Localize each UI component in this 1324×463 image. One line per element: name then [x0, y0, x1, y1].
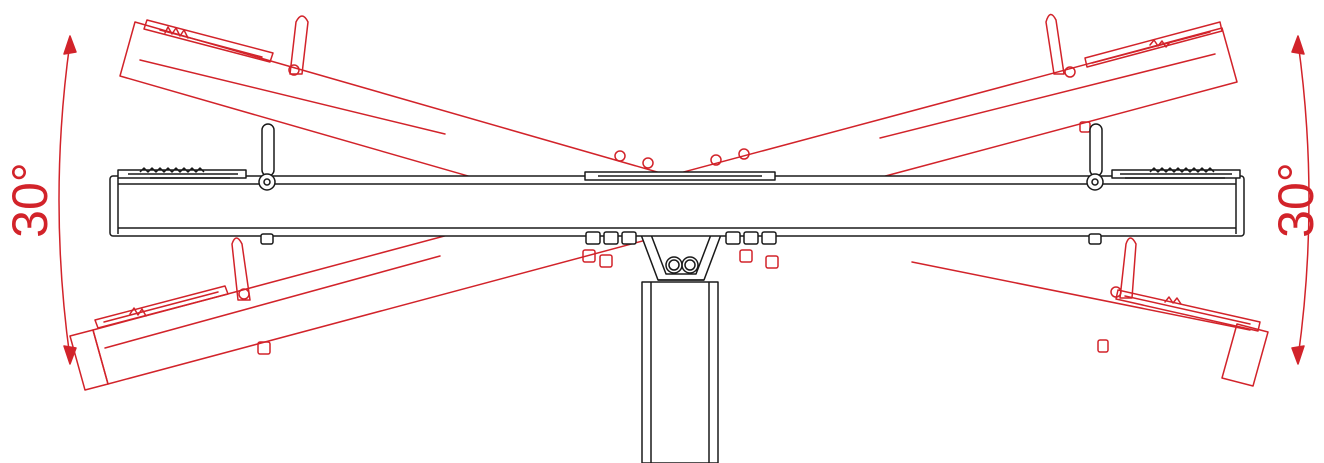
right-angle-arc [1291, 35, 1310, 365]
center-top-plate [584, 171, 776, 181]
left-handle [258, 123, 276, 191]
right-handle [1086, 123, 1104, 191]
level-beam [109, 175, 1245, 237]
left-seat-plate [117, 167, 247, 179]
pivot-bolts [585, 231, 777, 245]
left-angle-label: 30° [2, 162, 58, 238]
support-post [641, 281, 719, 463]
level-beam-position [109, 123, 1245, 463]
beam-tilted-left-down-end [69, 237, 271, 391]
right-seat-plate [1111, 167, 1241, 179]
pivot-bracket [639, 231, 723, 281]
right-angle-label: 30° [1268, 162, 1324, 238]
bumpers [260, 233, 1102, 245]
left-angle-arc [58, 35, 77, 365]
beam-tilted-right-down-end [911, 237, 1269, 387]
